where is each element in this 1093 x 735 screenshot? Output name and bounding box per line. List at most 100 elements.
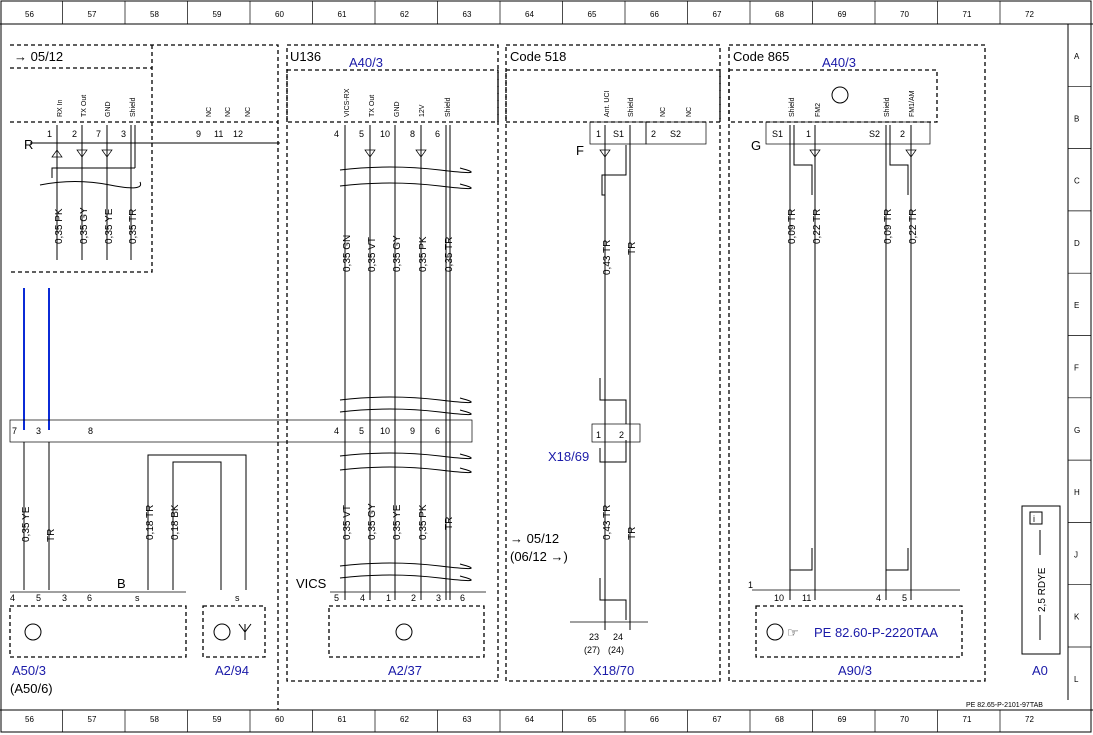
b-label: B [117, 576, 126, 591]
pin-name: Ant. UCI [604, 90, 611, 117]
grid-column-label: 56 [25, 715, 34, 724]
component-a2-94: A2/94 [215, 663, 249, 678]
grid-column-label: 63 [463, 715, 472, 724]
grid-column-label: 68 [775, 10, 784, 19]
pin: 12 [233, 129, 243, 139]
info-icon-glyph: i [1033, 514, 1035, 524]
pe-reference: PE 82.60-P-2220TAA [814, 625, 938, 640]
grid-column-label: 58 [150, 10, 159, 19]
pin: 10 [380, 426, 390, 436]
wire-label: 0,35 VT [367, 237, 378, 272]
pin: 24 [613, 632, 623, 642]
wire-label: 0,35 PK [54, 208, 65, 244]
transistor-icon [24, 623, 42, 641]
hand-pointer-icon: ☞ [787, 625, 799, 640]
pin: 5 [36, 593, 41, 603]
grid-column-label: 58 [150, 715, 159, 724]
grid-row-label: J [1074, 550, 1078, 559]
pin: 5 [359, 426, 364, 436]
pin-name: TX Out [369, 95, 376, 117]
grid-columns: 5656575758585959606061616262636364646565… [25, 1, 1034, 732]
pin-name: NC [225, 107, 232, 117]
wire-label: 0,43 TR [602, 505, 613, 540]
pin: 23 [589, 632, 599, 642]
component-a50-3: A50/3 [12, 663, 46, 678]
pin-name: NC [245, 107, 252, 117]
pin: 11 [802, 593, 811, 603]
vics-label: VICS [296, 576, 327, 591]
pin-name: GND [394, 101, 401, 117]
grid-row-label: G [1074, 426, 1080, 435]
pin-name: NC [206, 107, 213, 117]
info-icon [1029, 511, 1043, 525]
grid-column-label: 62 [400, 10, 409, 19]
grid-column-label: 71 [963, 715, 972, 724]
grid-column-label: 72 [1025, 715, 1034, 724]
section-left-ref: → 05/12 [14, 49, 63, 64]
pin: 4 [876, 593, 881, 603]
grid-column-label: 69 [838, 715, 847, 724]
wire-label: TR [627, 527, 638, 540]
ref-05-12: → 05/12 [510, 531, 559, 546]
wire-label: 0,18 TR [145, 505, 156, 540]
r-label: R [24, 137, 33, 152]
wire-label: 0,35 GY [367, 503, 378, 540]
left-connector-pins: 1 2 7 3 9 11 12 [47, 129, 243, 139]
component-x18-69: X18/69 [548, 449, 589, 464]
pin: 2 [900, 129, 905, 139]
pin-name: FM1/AM [909, 90, 916, 117]
wire-label: 0,09 TR [787, 209, 798, 244]
pin: 3 [121, 129, 126, 139]
pin: 1 [806, 129, 811, 139]
grid-row-label: F [1074, 364, 1079, 373]
pin: 6 [435, 129, 440, 139]
wire-label: 0,35 YE [104, 208, 115, 244]
grid-column-label: 66 [650, 10, 659, 19]
pin: 5 [902, 593, 907, 603]
wire-label: 0,35 YE [21, 506, 32, 542]
wire-label: 0,43 TR [602, 240, 613, 275]
ref-06-12: (06/12 →) [510, 549, 568, 564]
grid-column-label: 59 [213, 715, 222, 724]
wire-label: 0,35 PK [418, 504, 429, 540]
pin: s [135, 593, 140, 603]
pin: 6 [435, 426, 440, 436]
grid-column-label: 71 [963, 10, 972, 19]
wire-label: 0,35 GY [392, 235, 403, 272]
pin: 5 [334, 593, 339, 603]
grid-column-label: 72 [1025, 10, 1034, 19]
grid-column-label: 64 [525, 715, 534, 724]
pin: 2 [411, 593, 416, 603]
pin: 4 [10, 593, 15, 603]
wire-label: 0,35 GN [342, 235, 353, 272]
pin: 4 [334, 129, 339, 139]
wire-label: 0,35 TR [128, 209, 139, 244]
grid-row-label: E [1074, 301, 1079, 310]
pin: S2 [869, 129, 880, 139]
transistor-icon [213, 623, 231, 641]
transistor-icon [395, 623, 413, 641]
pin: 1 [47, 129, 52, 139]
pin-name: 12V [419, 104, 426, 117]
component-a90-3: A90/3 [838, 663, 872, 678]
grid-column-label: 60 [275, 10, 284, 19]
pin: 6 [460, 593, 465, 603]
pin: 1 [596, 129, 601, 139]
pin: 7 [96, 129, 101, 139]
section-code865: Code 865 A40/3 S1 1 S2 2 Shield FM2 Shie… [728, 44, 986, 682]
pin: 4 [334, 426, 339, 436]
grid-column-label: 62 [400, 715, 409, 724]
pin: 9 [196, 129, 201, 139]
grid-row-label: K [1074, 613, 1080, 622]
transistor-icon [766, 623, 784, 641]
pin: 2 [619, 430, 624, 440]
grid-row-label: L [1074, 675, 1079, 684]
grid-column-label: 61 [338, 10, 347, 19]
grid-column-label: 60 [275, 715, 284, 724]
pin-name: Shield [884, 97, 891, 117]
left-connector-pin-names: RX In TX Out GND Shield NC NC NC [57, 95, 252, 117]
grid-column-label: 65 [588, 715, 597, 724]
c865-one-label: 1 [748, 580, 753, 590]
